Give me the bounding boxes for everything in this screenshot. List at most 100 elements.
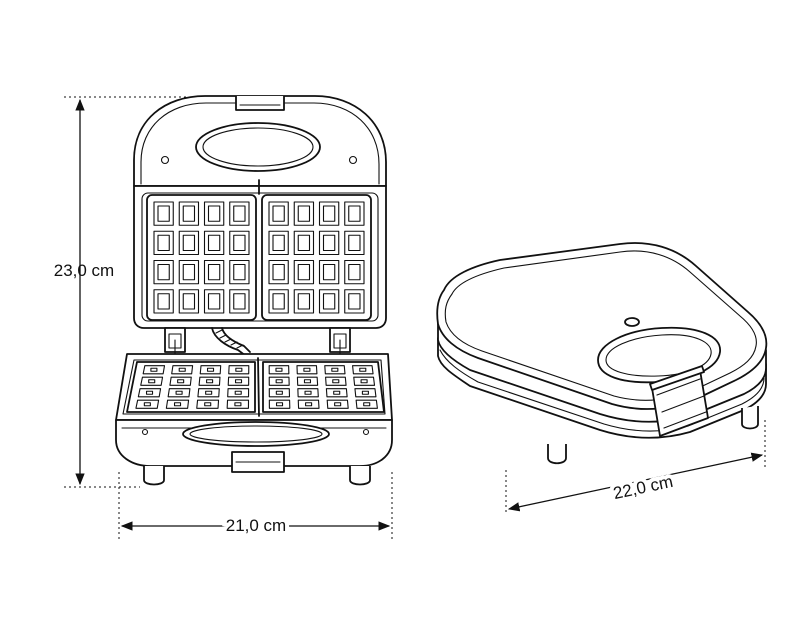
waffle-cell-inner	[143, 402, 151, 407]
waffle-cell-inner	[233, 293, 246, 310]
waffle-cell-inner	[297, 263, 311, 281]
waffle-cell-inner	[304, 390, 312, 395]
waffle-cell-inner	[348, 205, 361, 222]
waffle-cell-inner	[348, 263, 361, 281]
waffle-cell	[197, 388, 220, 398]
waffle-cell-inner	[235, 367, 243, 372]
closed-waffle-maker	[436, 242, 768, 465]
waffle-cell	[344, 230, 365, 256]
upper-waffle-grid-left	[153, 201, 250, 314]
waffle-cell-inner	[275, 379, 283, 384]
waffle-cell-inner	[182, 293, 196, 310]
waffle-cell	[268, 259, 289, 285]
power-cable	[211, 327, 251, 357]
waffle-cell-inner	[173, 402, 182, 407]
waffle-cell	[324, 365, 346, 375]
waffle-cell	[318, 289, 340, 314]
indicator-light-right	[348, 155, 358, 165]
hinge-left	[164, 327, 186, 357]
waffle-cell	[178, 201, 200, 226]
waffle-cell-inner	[205, 390, 213, 395]
waffle-cell	[325, 376, 347, 386]
waffle-cell-inner	[177, 379, 185, 384]
waffle-cell-inner	[233, 263, 246, 281]
waffle-cell	[137, 388, 162, 398]
waffle-cell	[153, 289, 174, 314]
waffle-cell	[293, 259, 315, 285]
waffle-cell	[296, 376, 319, 386]
foot-left	[143, 466, 165, 486]
waffle-cell	[268, 230, 289, 256]
waffle-cell	[344, 201, 365, 226]
waffle-cell-inner	[272, 293, 285, 310]
waffle-cell-inner	[182, 263, 196, 281]
waffle-cell	[178, 259, 200, 285]
waffle-cell	[229, 230, 250, 256]
waffle-cell	[226, 399, 250, 409]
waffle-cell-inner	[204, 402, 212, 407]
waffle-cell	[229, 201, 250, 226]
waffle-cell-inner	[348, 234, 361, 252]
upper-plate-frame	[133, 185, 387, 329]
waffle-cell	[344, 259, 365, 285]
waffle-cell	[196, 399, 220, 409]
waffle-cell-inner	[303, 379, 312, 384]
open-waffle-maker	[115, 95, 393, 486]
waffle-cell-inner	[233, 234, 246, 252]
waffle-cell	[167, 388, 191, 398]
waffle-cell-inner	[303, 367, 311, 372]
waffle-cell-inner	[145, 390, 154, 395]
waffle-cell	[140, 376, 164, 386]
waffle-cell	[318, 201, 340, 226]
waffle-cell	[318, 230, 340, 256]
waffle-cell-inner	[322, 263, 336, 281]
waffle-cell-inner	[334, 402, 342, 407]
waffle-cell	[325, 388, 348, 398]
waffle-cell	[344, 289, 365, 314]
waffle-cell-inner	[332, 379, 340, 384]
waffle-cell-inner	[206, 367, 215, 372]
waffle-cell	[296, 365, 318, 375]
waffle-cell	[203, 259, 225, 285]
waffle-cell	[318, 259, 340, 285]
waffle-cell	[165, 399, 190, 409]
waffle-cell-inner	[297, 293, 311, 310]
waffle-cell-inner	[322, 205, 336, 222]
base-window	[182, 421, 330, 447]
waffle-cell-inner	[348, 293, 361, 310]
waffle-cell-inner	[175, 390, 183, 395]
waffle-cell-inner	[206, 379, 214, 384]
depth-label: 22,0 cm	[612, 472, 675, 503]
waffle-cell	[169, 376, 192, 386]
waffle-cell	[142, 365, 166, 375]
waffle-cell	[229, 259, 250, 285]
waffle-cell	[153, 230, 174, 256]
waffle-cell	[178, 230, 200, 256]
waffle-cell-inner	[363, 402, 371, 407]
waffle-cell	[268, 201, 289, 226]
waffle-cell	[178, 289, 200, 314]
waffle-cell	[297, 388, 319, 398]
waffle-cell	[153, 259, 174, 285]
waffle-cell-inner	[207, 263, 221, 281]
foot-front-left	[547, 444, 567, 465]
waffle-cell-inner	[178, 367, 186, 372]
waffle-cell-inner	[157, 263, 170, 281]
indicator-light	[624, 317, 640, 327]
waffle-cell-inner	[305, 402, 313, 407]
waffle-cell	[326, 399, 349, 409]
waffle-cell	[293, 201, 315, 226]
waffle-cell-inner	[272, 234, 285, 252]
foot-right	[349, 466, 371, 486]
waffle-cell-inner	[182, 205, 196, 222]
waffle-cell	[268, 399, 291, 409]
waffle-cell	[355, 399, 378, 409]
waffle-cell-inner	[322, 234, 336, 252]
waffle-cell-inner	[359, 367, 367, 372]
waffle-cell	[228, 365, 250, 375]
latch-tab-top	[235, 96, 285, 111]
depth-dimension-line	[507, 452, 764, 512]
waffle-cell	[227, 388, 250, 398]
waffle-cell	[203, 230, 225, 256]
waffle-cell	[268, 365, 290, 375]
